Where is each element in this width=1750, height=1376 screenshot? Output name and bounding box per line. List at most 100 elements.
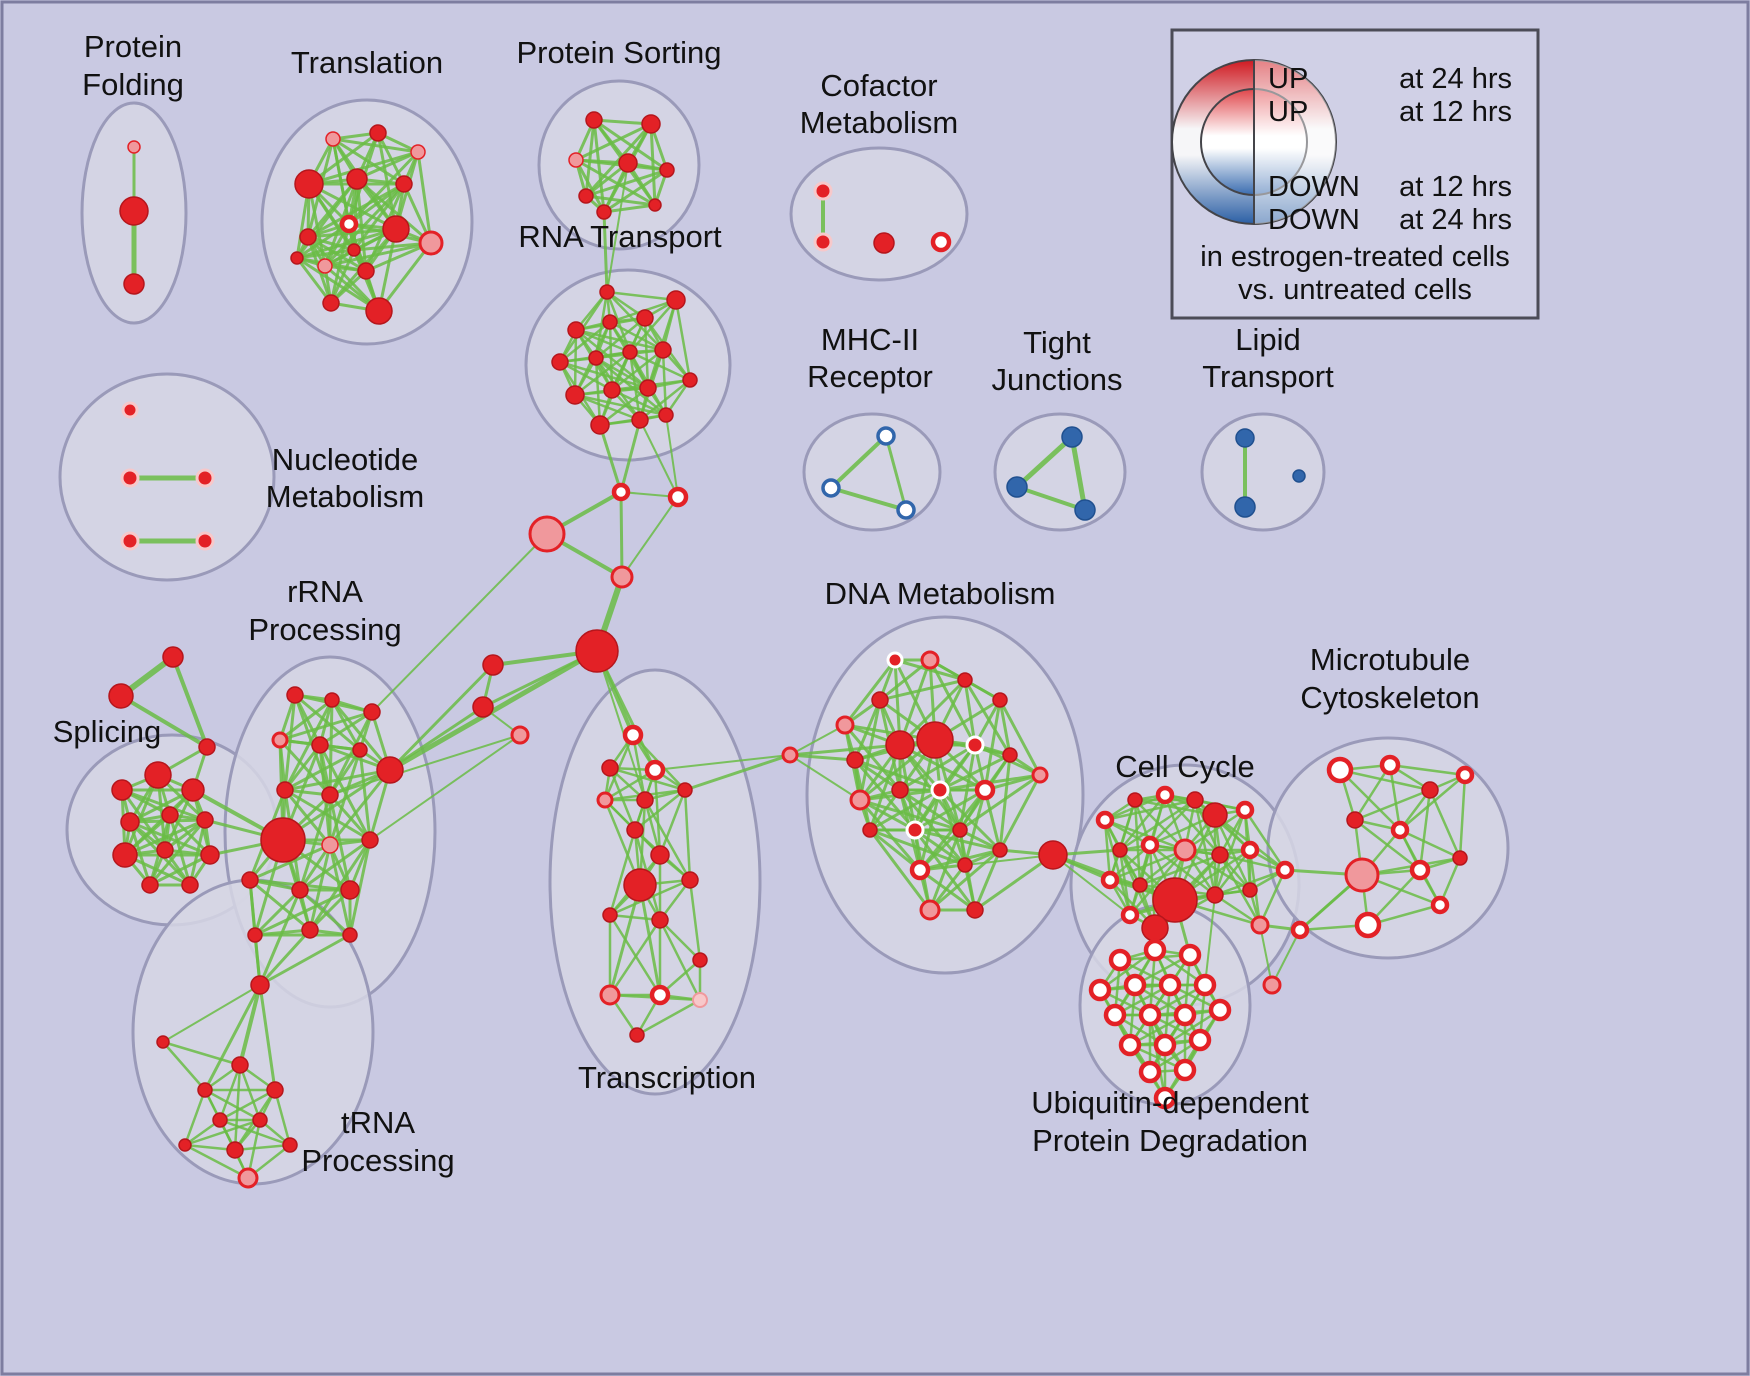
edge-hb1-hb4 <box>619 490 624 579</box>
cluster-label: Processing <box>248 612 401 647</box>
edge-dm15-dm21 <box>963 788 987 867</box>
cluster-label: Protein <box>84 29 182 64</box>
edge-rt14-hb1 <box>619 418 642 494</box>
gene-node-rr11 <box>321 836 339 854</box>
edge-tn1-tn10 <box>161 1040 242 1067</box>
edge-cc1-cc9 <box>1103 818 1187 852</box>
gene-node-mh1 <box>876 426 896 446</box>
cluster-label: Nucleotide <box>272 442 418 477</box>
gene-node-cc4 <box>1186 791 1204 809</box>
edge-rt12-rt14 <box>638 378 692 422</box>
cluster-label: Protein Sorting <box>516 35 721 70</box>
edge-dm6-dm11 <box>998 698 1012 757</box>
gene-node-sp4 <box>120 812 140 832</box>
edge-dm13-dm21 <box>898 788 967 867</box>
edge-dml-dm7 <box>788 753 857 762</box>
cluster-label: Receptor <box>807 359 933 394</box>
edge-dm2-dm12 <box>858 698 882 802</box>
edge-mt2-mt6 <box>1388 763 1402 832</box>
edge-tr13-tr15 <box>295 256 333 305</box>
gene-node-mt2 <box>1379 754 1401 776</box>
edge-rt8-rt10 <box>610 348 665 392</box>
edge-ps6-ps8 <box>584 194 657 207</box>
legend-row2-time: at 12 hrs <box>1399 96 1512 128</box>
gene-node-dm9 <box>916 721 954 759</box>
gene-node-dm1 <box>835 715 855 735</box>
edge-dm5-dm8 <box>898 678 967 747</box>
gene-node-rt14 <box>631 411 649 429</box>
gene-node-cc10 <box>1211 846 1229 864</box>
gene-node-tn2 <box>197 1082 213 1098</box>
edge-ps5-ps6 <box>584 168 669 198</box>
edge-rt7-rt15 <box>605 290 632 354</box>
edge-rt9-rt14 <box>573 393 642 422</box>
cluster-lipid-transport <box>1200 412 1326 532</box>
gene-node-sp8 <box>156 841 174 859</box>
gene-node-tr4 <box>294 169 324 199</box>
edge-tx5-tx10 <box>643 798 692 882</box>
gene-node-sp1 <box>111 779 133 801</box>
edge-tn8-tn9 <box>183 1143 250 1180</box>
gene-node-sp6 <box>196 811 214 829</box>
legend-row3-time: at 12 hrs <box>1399 171 1512 203</box>
gene-node-rt6 <box>588 350 604 366</box>
cluster-label: Lipid <box>1235 322 1301 357</box>
legend-caption-line2: vs. untreated cells <box>1238 274 1472 306</box>
gene-node-hb3 <box>528 515 566 553</box>
edge-cc4-cc15 <box>1193 798 1217 897</box>
edge-tn5-tn8 <box>183 1118 262 1147</box>
gene-node-ub7 <box>1193 973 1217 997</box>
edge-hb8-rr9 <box>329 734 521 796</box>
node-layer <box>108 111 1475 1189</box>
edge-tr10-tr16 <box>352 241 433 252</box>
gene-node-tj1 <box>1061 426 1083 448</box>
cluster-label: Microtubule <box>1310 642 1470 677</box>
gene-node-cc9 <box>1173 838 1197 862</box>
gene-node-dm2 <box>871 691 889 709</box>
gene-node-dm3 <box>886 651 904 669</box>
gene-node-tx10 <box>681 871 699 889</box>
edge-tr3-tr10 <box>416 150 433 245</box>
edge-tx6-dml <box>683 753 792 792</box>
gene-node-cc11 <box>1240 840 1260 860</box>
gene-node-cc18 <box>1250 915 1270 935</box>
edge-hb8-rr12 <box>369 734 521 841</box>
edge-rr9-rr12 <box>328 793 372 842</box>
gene-node-tr3 <box>410 144 426 160</box>
cluster-label: Folding <box>82 67 184 102</box>
edge-rt4-rt15 <box>605 290 678 302</box>
gene-node-tr7 <box>339 214 359 234</box>
edge-cc1-cc4 <box>1103 798 1197 822</box>
gene-node-hb2 <box>667 486 689 508</box>
gene-node-cc3 <box>1155 785 1175 805</box>
gene-node-rt13 <box>590 415 610 435</box>
gene-node-rr15 <box>340 880 360 900</box>
cluster-label: Tight <box>1023 325 1091 360</box>
gene-node-cc6 <box>1235 800 1255 820</box>
edge-rr3-rr5 <box>318 710 374 747</box>
gene-node-tr6 <box>395 175 413 193</box>
edge-sp9-sp10 <box>148 853 212 887</box>
gene-node-dm12 <box>849 789 871 811</box>
cluster-label: Translation <box>291 45 443 80</box>
edge-cc3-cc7 <box>1118 793 1167 852</box>
gene-node-ps1 <box>585 111 603 129</box>
gene-node-tn1 <box>231 1056 249 1074</box>
edge-mt2-mt4 <box>1388 763 1467 777</box>
gene-node-tr14 <box>365 297 393 325</box>
gene-node-tx12 <box>651 911 669 929</box>
gene-node-ub14 <box>1188 1028 1212 1052</box>
gene-node-tn5 <box>252 1112 268 1128</box>
gene-node-cc7 <box>1112 842 1128 858</box>
gene-node-tr11 <box>317 258 333 274</box>
edge-rr6-rr12 <box>358 748 372 842</box>
edge-rr14-rr17 <box>253 888 302 937</box>
gene-node-dm6 <box>992 692 1008 708</box>
gene-node-ps7 <box>596 204 612 220</box>
gene-node-tx13 <box>692 952 708 968</box>
gene-node-dm22 <box>992 842 1008 858</box>
gene-node-hb6 <box>482 654 504 676</box>
gene-node-mt9 <box>1452 850 1468 866</box>
gene-node-rt3 <box>636 309 654 327</box>
